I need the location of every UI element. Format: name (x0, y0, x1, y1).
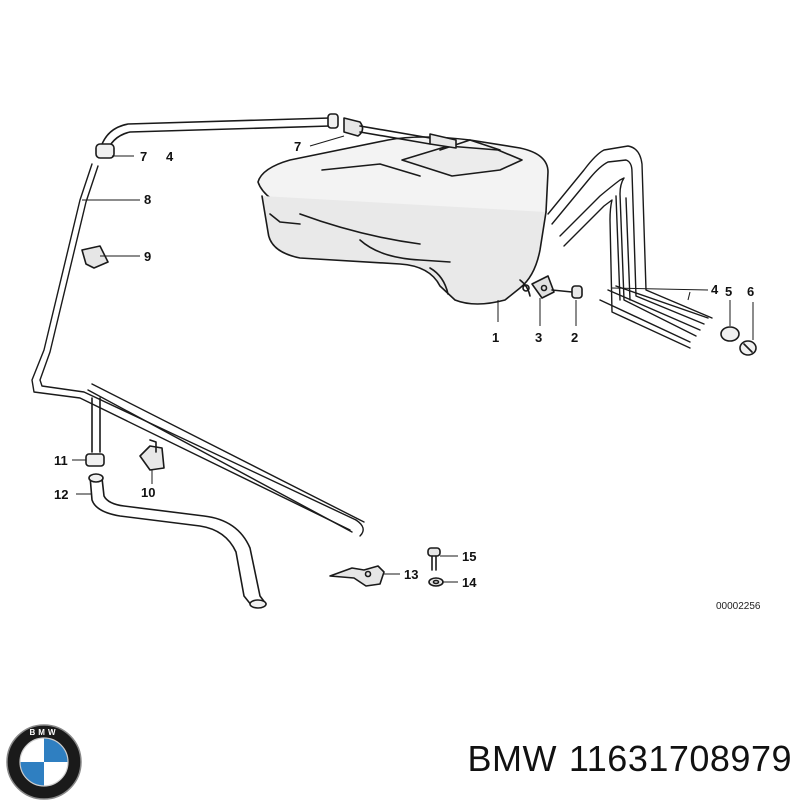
clamp-screw (739, 340, 757, 356)
callout-12: 12 (54, 487, 68, 502)
lower-hose (88, 473, 267, 609)
coolant-pipe (31, 163, 365, 537)
part-number: 11631708979 (568, 738, 792, 779)
hose-cap (720, 326, 740, 342)
screw (427, 547, 441, 571)
callout-13: 13 (404, 567, 418, 582)
callout-5: 5 (725, 284, 732, 299)
callout-14: 14 (462, 575, 477, 590)
bolt (551, 285, 583, 299)
callout-7-top: 7 (294, 139, 301, 154)
pipe-holder (139, 439, 165, 471)
upper-hose (99, 113, 457, 155)
washer (428, 577, 444, 587)
brand-name: BMW (467, 738, 557, 779)
support-bracket (329, 565, 385, 587)
leader-lines (72, 135, 754, 583)
mounting-bracket (531, 275, 555, 299)
hose-bundle (547, 145, 713, 349)
callout-4-left: 4 (166, 149, 174, 164)
svg-text:BMW: BMW (30, 728, 59, 737)
callout-4-right: 4 (711, 282, 719, 297)
callout-2: 2 (571, 330, 578, 345)
callout-15: 15 (462, 549, 476, 564)
callout-8: 8 (144, 192, 151, 207)
callout-10: 10 (141, 485, 155, 500)
hose-clamp (95, 143, 115, 159)
part-caption: BMW 11631708979 (412, 738, 792, 780)
expansion-tank (257, 136, 549, 305)
callout-9: 9 (144, 249, 151, 264)
callout-7-left: 7 (140, 149, 147, 164)
diagram-reference-number: 00002256 (716, 601, 761, 612)
callout-1: 1 (492, 330, 499, 345)
callout-3: 3 (535, 330, 542, 345)
callout-11: 11 (54, 453, 68, 468)
callout-6: 6 (747, 284, 754, 299)
bmw-logo-icon: BMW (6, 724, 82, 800)
pipe-clip (81, 245, 109, 269)
